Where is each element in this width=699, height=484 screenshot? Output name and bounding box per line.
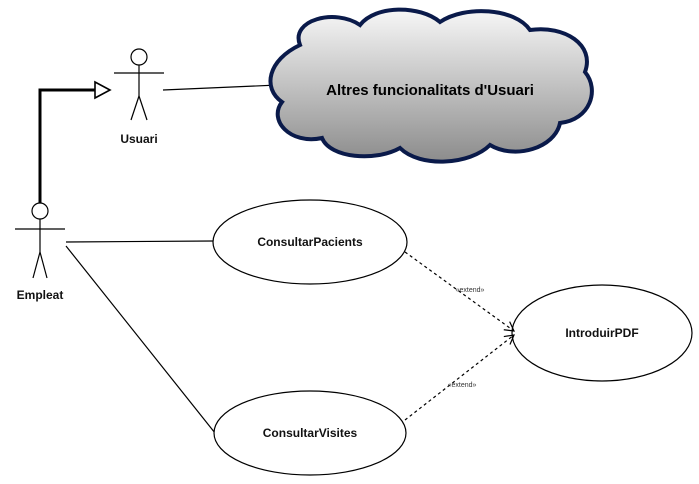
cloud-label: Altres funcionalitats d'Usuari xyxy=(326,82,534,99)
actor-usuari-label: Usuari xyxy=(120,132,157,146)
usecase-consultarvisites[interactable]: ConsultarVisites xyxy=(213,390,407,476)
usecase-consultarpacients-ellipse xyxy=(212,199,408,285)
extend-stereotype-2: «extend» xyxy=(448,382,477,389)
cloud-altres-funcionalitats[interactable]: Altres funcionalitats d'Usuari xyxy=(268,7,594,164)
usecase-introduirpdf[interactable]: IntroduirPDF xyxy=(511,284,693,382)
generalization-arrowhead xyxy=(94,80,112,100)
extend-consultarvisites-introduirpdf[interactable]: «extend» xyxy=(404,334,515,421)
extend-consultarpacients-introduirpdf[interactable]: «extend» xyxy=(404,251,516,332)
usecase-consultarvisites-ellipse xyxy=(213,390,407,476)
actor-usuari-head xyxy=(130,48,148,66)
association-empleat-consultarvisites[interactable] xyxy=(65,245,216,434)
association-empleat-consultarpacients[interactable] xyxy=(65,240,214,243)
association-usuari-cloud[interactable] xyxy=(162,84,279,91)
actor-usuari[interactable]: Usuari xyxy=(114,48,164,146)
actor-usuari-leg-right xyxy=(138,95,148,121)
actor-usuari-leg-left xyxy=(130,95,140,121)
actor-empleat-label: Empleat xyxy=(17,288,64,302)
actor-empleat[interactable]: Empleat xyxy=(15,202,65,302)
actor-empleat-head xyxy=(31,202,49,220)
usecase-introduirpdf-ellipse xyxy=(511,284,693,382)
usecase-introduirpdf-label: IntroduirPDF xyxy=(565,326,638,340)
usecase-consultarvisites-label: ConsultarVisites xyxy=(263,426,358,440)
actor-empleat-leg-right xyxy=(39,251,48,279)
generalization-line xyxy=(38,88,95,203)
generalization-empleat-usuari[interactable] xyxy=(38,80,112,203)
usecase-consultarpacients-label: ConsultarPacients xyxy=(257,235,363,249)
cloud-shape xyxy=(268,7,594,164)
extend-line-2 xyxy=(404,334,515,421)
actor-empleat-leg-left xyxy=(32,251,41,279)
usecase-consultarpacients[interactable]: ConsultarPacients xyxy=(212,199,408,285)
extend-stereotype-1: «extend» xyxy=(456,287,485,294)
extend-line-1 xyxy=(404,251,516,332)
